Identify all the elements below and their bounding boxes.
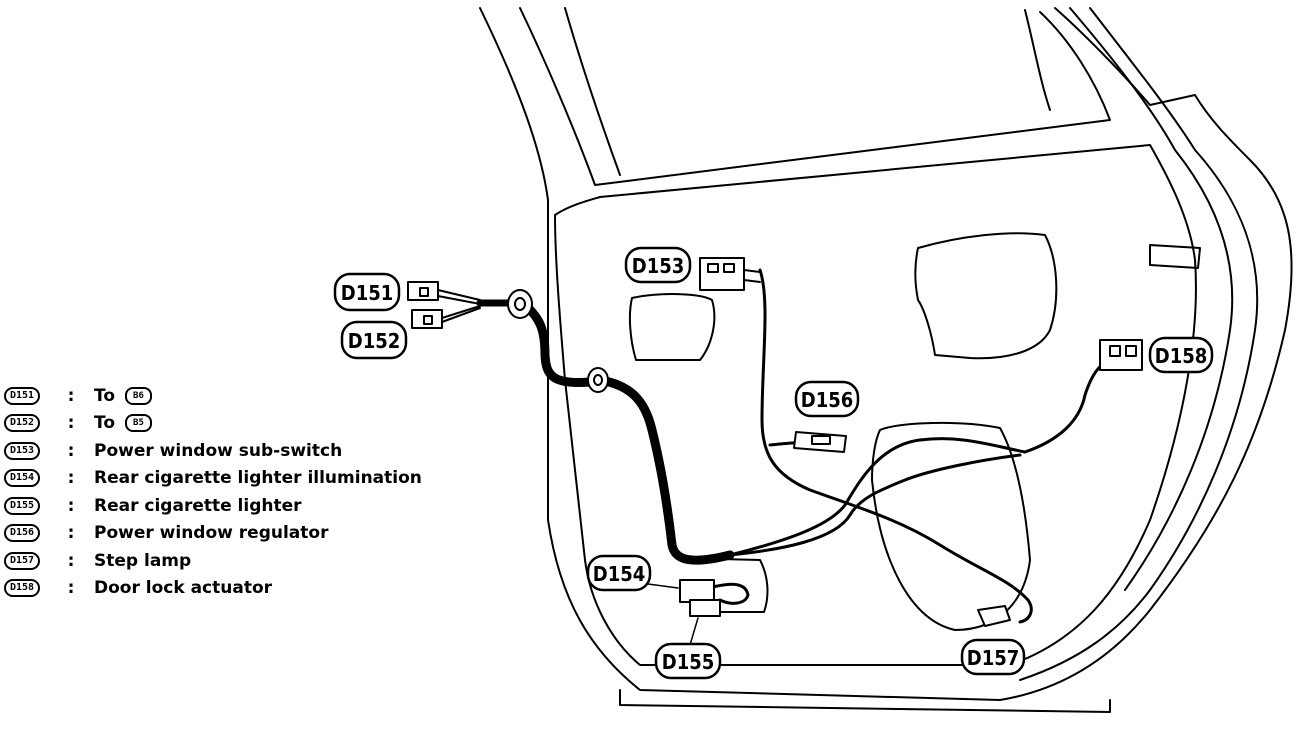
legend-separator: : [67, 496, 75, 516]
legend-separator: : [67, 578, 75, 598]
connector-d153 [699, 257, 745, 291]
callout-d156: D156 [794, 380, 860, 418]
legend-code: D155 [4, 497, 40, 515]
leader-lines [647, 583, 699, 646]
legend-code: D152 [4, 414, 40, 432]
legend-separator: : [67, 441, 75, 461]
legend-code: D158 [4, 579, 40, 597]
legend-ref: B6 [125, 387, 152, 405]
svg-text:D158: D158 [1155, 344, 1208, 368]
legend-row: D153 : Power window sub-switch [4, 439, 342, 463]
main-harness [476, 299, 735, 565]
legend-row: D158 : Door lock actuator [4, 576, 272, 600]
connectors [407, 257, 1143, 627]
svg-text:D154: D154 [593, 562, 646, 586]
legend-code: D156 [4, 524, 40, 542]
door-outline [479, 7, 1293, 713]
legend-text: Power window sub-switch [94, 441, 343, 461]
legend-separator: : [67, 523, 75, 543]
legend-text: Rear cigarette lighter [94, 496, 302, 516]
legend-code: D153 [4, 442, 40, 460]
svg-text:D152: D152 [348, 329, 401, 353]
callouts: D151 D152 D153 D156 D158 D154 [333, 246, 1214, 680]
callout-d153: D153 [624, 246, 692, 284]
connector-d154 [679, 579, 715, 603]
svg-text:D155: D155 [662, 650, 715, 674]
legend-code: D151 [4, 387, 40, 405]
legend-text: Power window regulator [94, 523, 329, 543]
connector-d155 [689, 599, 721, 617]
legend-text: Rear cigarette lighter illumination [94, 468, 422, 488]
legend-row: D157 : Step lamp [4, 549, 191, 573]
legend-row: D152 : To B5 [4, 411, 152, 435]
legend-text: Door lock actuator [94, 578, 273, 598]
svg-text:D153: D153 [632, 254, 685, 278]
svg-text:D157: D157 [967, 646, 1020, 670]
legend-row: D151 : To B6 [4, 384, 152, 408]
callout-d152: D152 [340, 320, 408, 360]
legend-text: To [94, 386, 116, 406]
connector-d157 [977, 605, 1011, 627]
callout-d157: D157 [960, 638, 1026, 676]
legend-separator: : [67, 386, 75, 406]
callout-d154: D154 [586, 554, 652, 592]
branch-wires [698, 268, 1107, 624]
legend-text: Step lamp [94, 551, 192, 571]
legend-ref: B5 [125, 414, 152, 432]
callout-d151: D151 [333, 272, 401, 312]
callout-d158: D158 [1148, 336, 1214, 374]
legend-code: D157 [4, 552, 40, 570]
legend-row: D154 : Rear cigarette lighter illuminati… [4, 466, 422, 490]
legend-row: D155 : Rear cigarette lighter [4, 494, 302, 518]
service-holes [628, 232, 1058, 631]
legend-separator: : [67, 413, 75, 433]
legend-text: To [94, 413, 116, 433]
callout-d155: D155 [654, 642, 722, 680]
legend-row: D156 : Power window regulator [4, 521, 328, 545]
svg-text:D151: D151 [341, 281, 394, 305]
legend-separator: : [67, 551, 75, 571]
svg-text:D156: D156 [801, 388, 854, 412]
legend-code: D154 [4, 469, 40, 487]
legend-separator: : [67, 468, 75, 488]
